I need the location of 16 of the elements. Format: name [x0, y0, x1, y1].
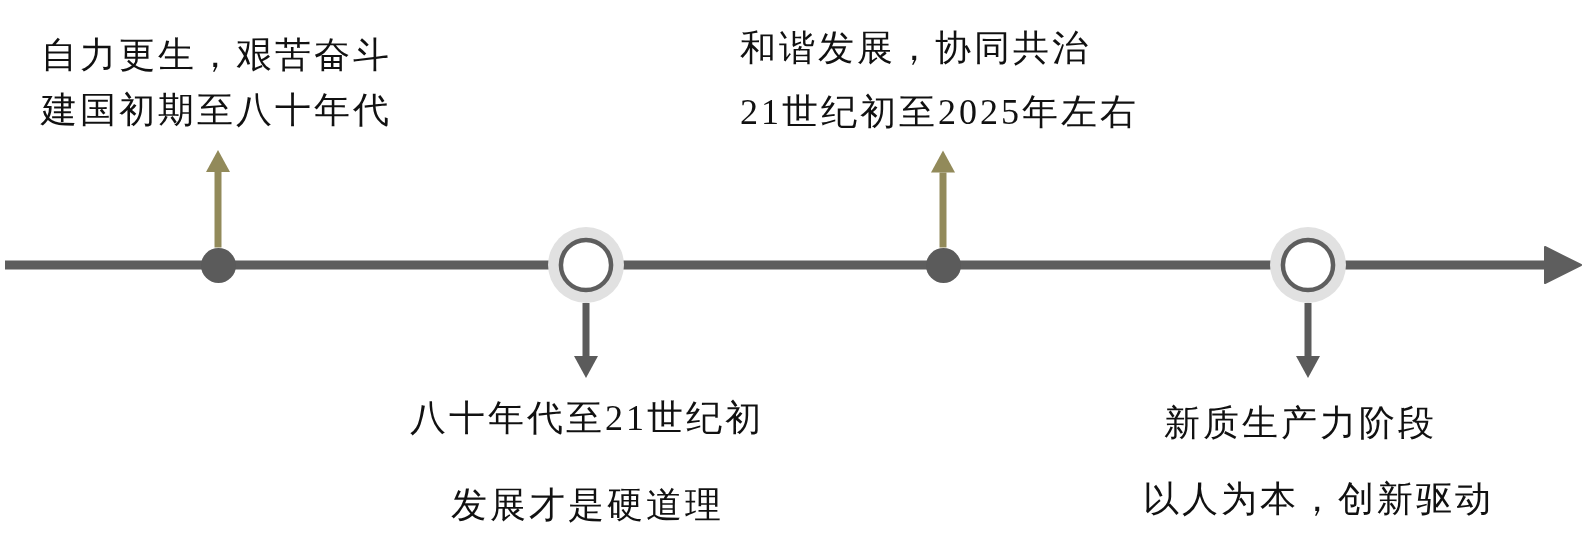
arrow	[206, 150, 230, 248]
period-label: 八十年代至21世纪初	[410, 397, 764, 438]
milestone-ring	[1270, 227, 1346, 303]
arrow	[1296, 303, 1320, 378]
milestone-dot	[200, 247, 236, 283]
slogan: 发展才是硬道理	[449, 485, 725, 525]
period-label: 21世纪初至2025年左右	[740, 91, 1139, 132]
slogan: 以人为本，创新驱动	[1142, 478, 1494, 519]
milestone-dot	[925, 247, 961, 283]
arrow	[931, 150, 955, 248]
period-label: 建国初期至八十年代	[41, 90, 392, 130]
arrow	[574, 303, 598, 378]
slogan: 自力更生，艰苦奋斗	[41, 35, 392, 75]
milestone-ring	[548, 227, 624, 303]
slogan: 和谐发展，协同共治	[740, 28, 1092, 68]
stage-title: 新质生产力阶段	[1162, 402, 1438, 443]
